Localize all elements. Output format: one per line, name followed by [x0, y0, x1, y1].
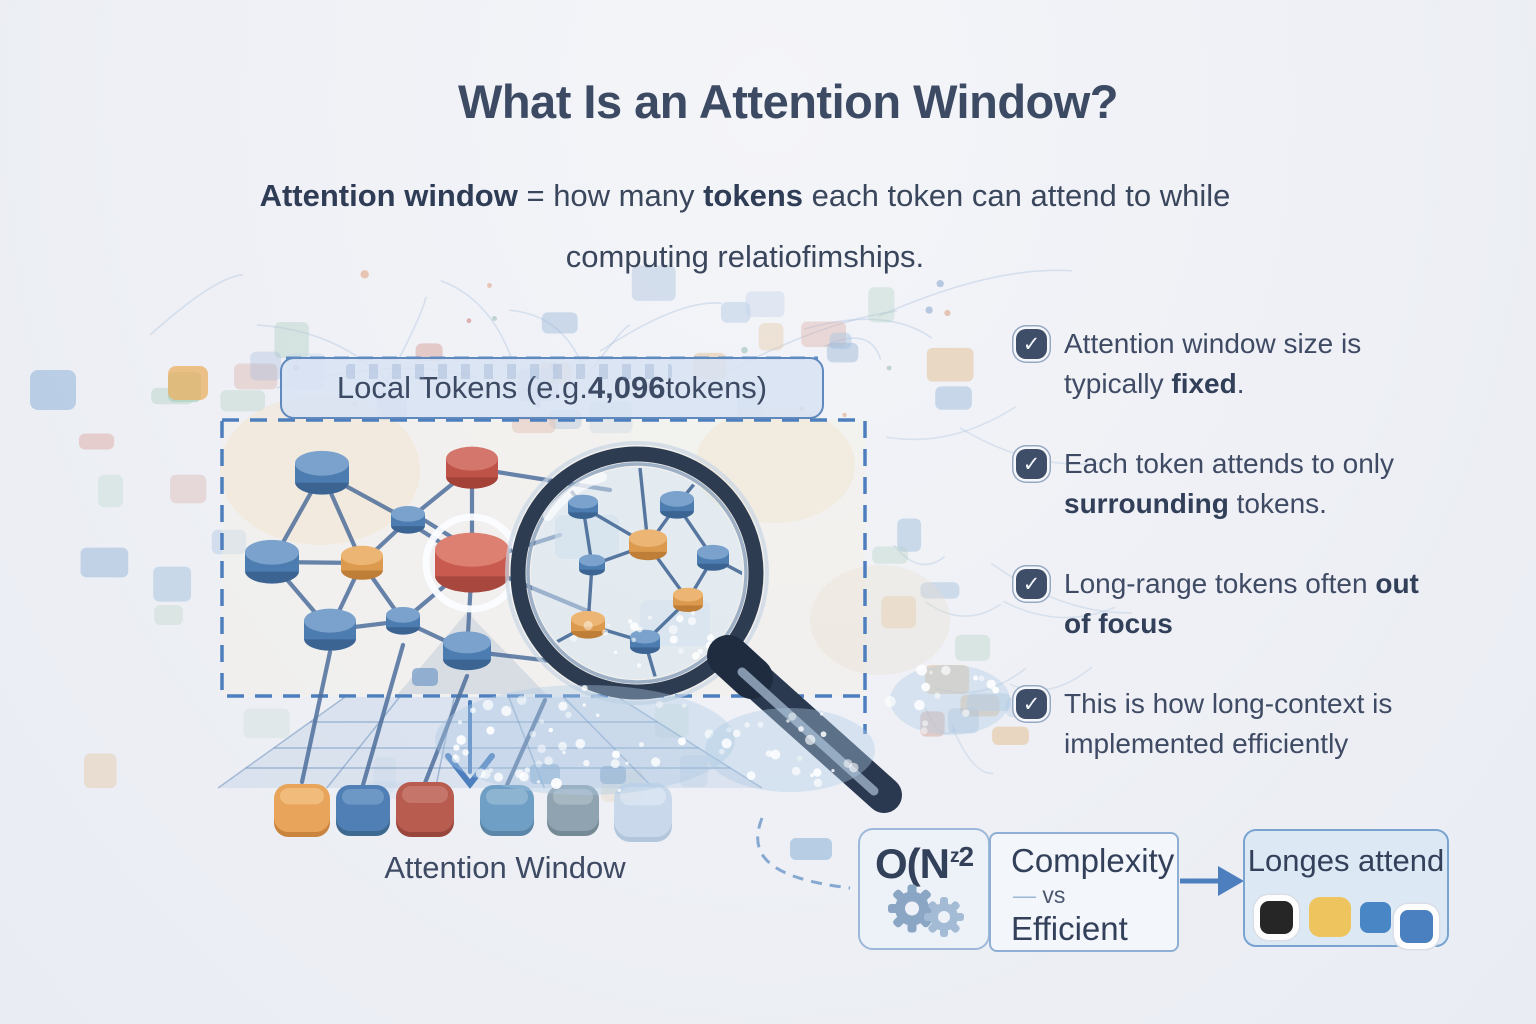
- complexity-formula-box: O(Nz2: [858, 828, 990, 950]
- bullet-text: Each token attends to only surrounding t…: [1064, 448, 1394, 520]
- bullet-list: ✓ Attention window size is typically fixe…: [1016, 324, 1440, 804]
- check-icon: ✓: [1016, 569, 1047, 600]
- bullet-item: ✓ Each token attends to only surrounding …: [1016, 444, 1440, 524]
- complexity-formula: O(Nz2: [875, 840, 974, 887]
- color-square: [1259, 900, 1293, 934]
- token-nodes: [245, 446, 522, 671]
- bullet-text: This is how long-context is implemented …: [1064, 688, 1393, 760]
- arrow-right-icon: [1178, 860, 1244, 907]
- gears-icon: [878, 879, 974, 946]
- bullet-text: Attention window size is typically fixed…: [1064, 328, 1362, 400]
- color-square: [1359, 901, 1391, 933]
- token-row: [274, 782, 672, 842]
- complexity-vs-box: Complexity — vs Efficient: [989, 832, 1179, 952]
- flow-connector-dashed: [756, 817, 851, 890]
- check-icon: ✓: [1016, 449, 1047, 480]
- check-icon: ✓: [1016, 329, 1047, 359]
- subtitle-bold-1: Attention window: [259, 178, 518, 213]
- bullet-text: Long-range tokens often out of focus: [1064, 568, 1419, 640]
- longes-attend-box: Longes attend: [1243, 829, 1449, 947]
- longes-attend-label: Longes attend: [1247, 843, 1445, 878]
- check-icon: ✓: [1016, 689, 1047, 720]
- subtitle-bold-2: tokens: [703, 178, 804, 213]
- page-title: What Is an Attention Window?: [457, 75, 1119, 128]
- subtitle-line-2: computing relatiofimships.: [565, 238, 925, 274]
- bullet-item: ✓ Long-range tokens often out of focus: [1016, 564, 1440, 644]
- local-tokens-label: Local Tokens (e.g. 4,096 tokens): [280, 357, 824, 419]
- token-color-squares: [1245, 891, 1447, 943]
- color-square: [1308, 897, 1351, 937]
- bullet-item: ✓ Attention window size is typically fixe…: [1016, 324, 1440, 404]
- attention-window-caption: Attention Window: [384, 850, 626, 885]
- subtitle: Attention window = how many tokens each …: [259, 178, 1231, 274]
- color-square: [1399, 909, 1433, 943]
- magnifier-icon: [505, 441, 902, 813]
- bullet-item: ✓ This is how long-context is implemented…: [1016, 684, 1440, 764]
- down-arrow-icon: [445, 700, 495, 789]
